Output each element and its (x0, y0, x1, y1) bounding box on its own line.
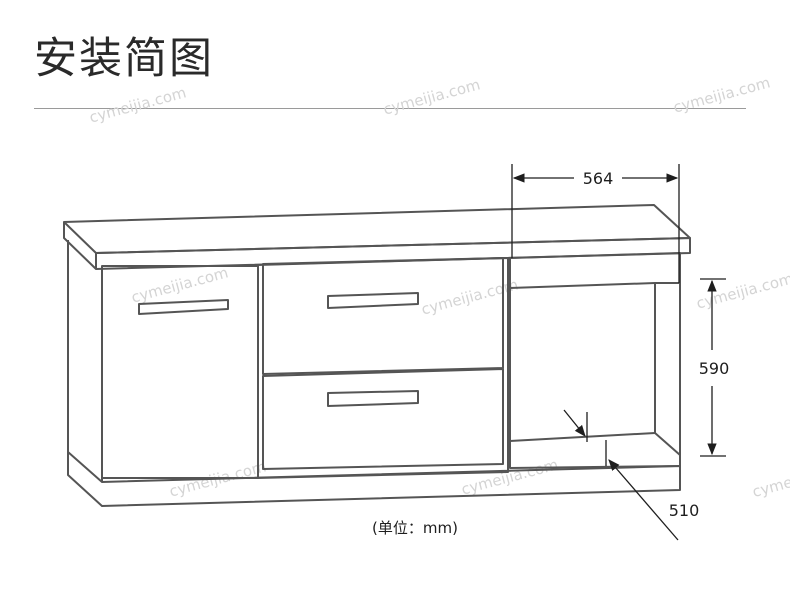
bay-floor (509, 432, 656, 442)
bay-back-right (654, 283, 681, 456)
countertop-side (63, 222, 97, 270)
height-dimension (700, 278, 726, 457)
countertop-front (95, 237, 691, 270)
upper-drawer-handle (327, 292, 419, 309)
page-title: 安装简图 (34, 34, 214, 84)
width-label: 564 (583, 169, 614, 188)
left-door-handle (138, 299, 229, 315)
depth-label: 510 (669, 501, 700, 520)
width-dimension (511, 164, 680, 283)
unit-note: (单位：mm) (372, 519, 458, 537)
lower-drawer-handle (327, 390, 419, 407)
cabinet-side (67, 240, 103, 483)
lower-drawer (262, 368, 504, 470)
depth-dimension (563, 409, 679, 541)
upper-drawer (262, 257, 504, 375)
appliance-bay (509, 252, 681, 469)
left-door (101, 265, 259, 479)
title-divider (34, 108, 746, 109)
height-label: 590 (699, 359, 730, 378)
plinth (67, 452, 681, 507)
